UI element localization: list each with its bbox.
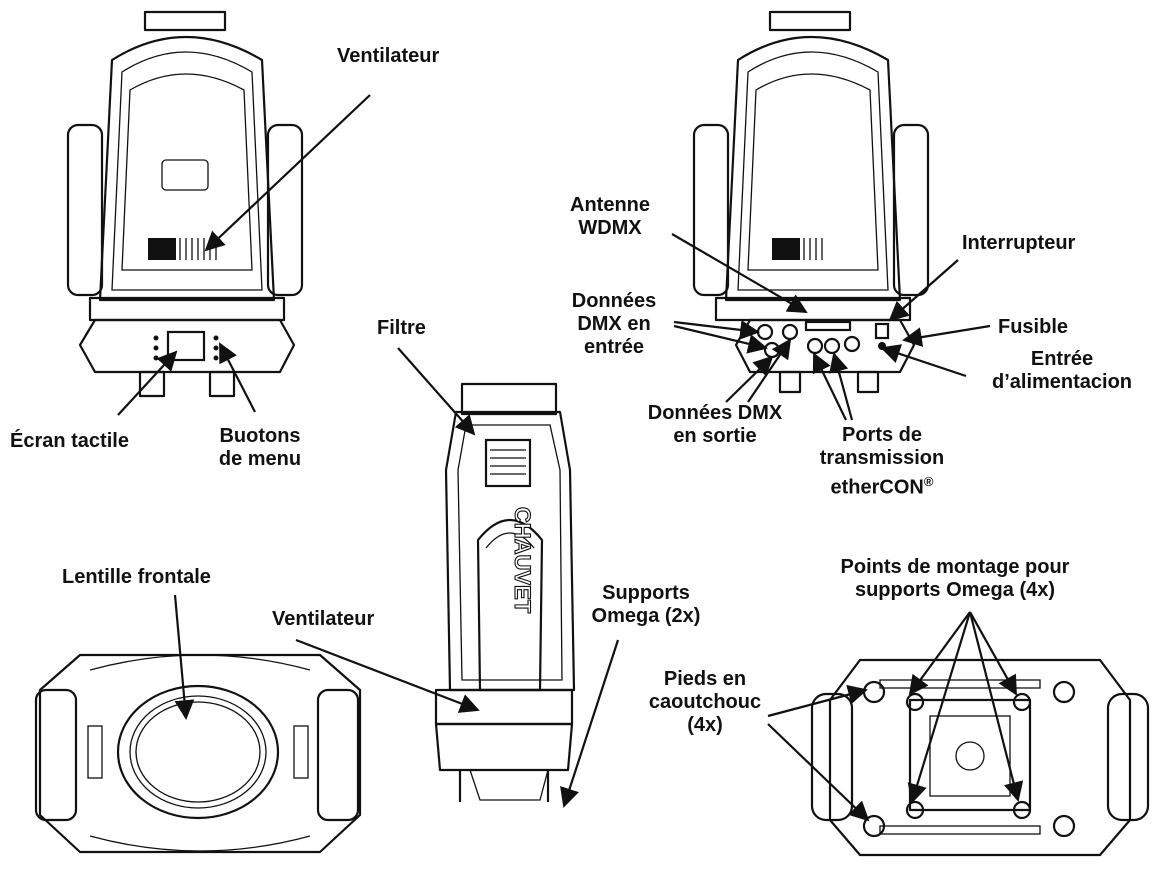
label-interrupteur: Interrupteur: [962, 232, 1076, 254]
arrow-alimentacion: [880, 344, 967, 378]
arrow-ecran: [117, 350, 178, 416]
arrow-fusible: [902, 324, 991, 347]
arrow-dmx-out-b: [747, 338, 792, 403]
arrow-filtre: [397, 347, 476, 436]
arrow-pieds-b: [767, 723, 870, 822]
arrow-pieds-a: [767, 685, 868, 718]
arrow-ventilateur-top: [204, 94, 371, 252]
arrow-omega: [560, 639, 620, 808]
fixture-rear-view: [692, 10, 930, 394]
arrow-points-a: [908, 611, 971, 696]
label-ventilateur-mid: Ventilateur: [272, 608, 375, 630]
callout-arrows: [117, 94, 1024, 822]
label-lentille-frontale: Lentille frontale: [62, 566, 211, 588]
label-donnees-dmx-entree: Données DMX en entrée: [571, 290, 657, 358]
label-antenne-wdmx: Antenne WDMX: [570, 194, 650, 239]
fixture-base-view: [810, 658, 1150, 857]
fixture-front-view: [66, 10, 304, 398]
label-ecran-tactile: Écran tactile: [10, 430, 129, 452]
label-donnees-dmx-sortie: Données DMX en sortie: [647, 402, 783, 447]
arrow-ventilateur-mid: [295, 638, 480, 713]
arrow-dmx-in-a: [673, 320, 760, 340]
arrow-lentille: [173, 594, 195, 720]
label-entree-alimentacion: Entrée d’alimentacion: [991, 348, 1133, 393]
fixture-lens-view: [34, 653, 362, 854]
arrow-ports-b: [829, 352, 854, 421]
arrow-boutons: [219, 342, 256, 413]
label-filtre: Filtre: [377, 317, 426, 339]
label-supports-omega: Supports Omega (2x): [591, 582, 701, 627]
brand-logo: CHAUVET: [510, 507, 535, 614]
label-boutons-menu: Buotons de menu: [218, 425, 302, 470]
fixture-side-view: CHAUVET: [434, 382, 576, 802]
arrow-points-d: [968, 611, 1024, 802]
label-ventilateur-top: Ventilateur: [337, 45, 440, 67]
arrow-interrupteur: [888, 259, 959, 322]
arrow-points-c: [907, 611, 972, 804]
arrow-points-b: [969, 611, 1017, 696]
label-points-montage: Points de montage pour supports Omega (4…: [840, 556, 1070, 601]
label-pieds-caoutchouc: Pieds en caoutchouc (4x): [648, 668, 762, 736]
arrow-dmx-in-b: [673, 324, 768, 354]
label-fusible: Fusible: [998, 316, 1069, 338]
arrow-dmx-out-a: [725, 355, 774, 403]
label-ports-ethercon: Ports de transmission etherCON®: [819, 424, 945, 499]
arrow-ports-a: [812, 352, 847, 421]
arrow-antenne: [671, 233, 808, 313]
